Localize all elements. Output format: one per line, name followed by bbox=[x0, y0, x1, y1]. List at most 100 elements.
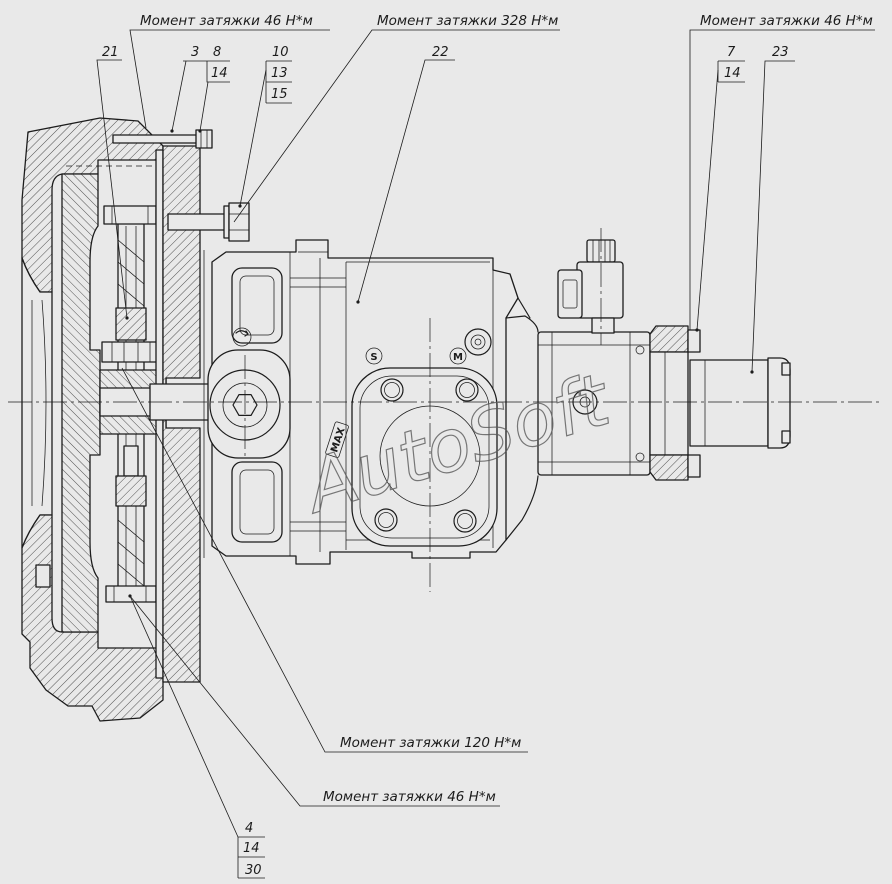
pump-rib-bottom-inner bbox=[239, 469, 275, 535]
aux-pump-screw bbox=[635, 345, 645, 355]
callout-10: 10 13 15 bbox=[238, 45, 292, 208]
port-plug-outer bbox=[464, 328, 492, 356]
rear-flange bbox=[649, 325, 701, 481]
solenoid-connector bbox=[557, 269, 583, 319]
callout-23: 23 bbox=[750, 45, 795, 374]
m-port-label: M bbox=[453, 352, 463, 363]
flywheel-housing bbox=[21, 117, 164, 722]
coupling-radial-screw bbox=[123, 445, 139, 477]
bolt-10 bbox=[167, 202, 250, 242]
leader-line bbox=[171, 60, 209, 132]
end-unit-body bbox=[689, 359, 769, 447]
housing-lower-section bbox=[21, 514, 164, 722]
rear-flange-bottom-section bbox=[649, 454, 689, 481]
part-number: 22 bbox=[432, 45, 449, 60]
pump-bracket bbox=[505, 297, 539, 541]
rear-flange-bolt-top bbox=[687, 329, 701, 353]
leader-line bbox=[751, 60, 795, 373]
aux-pump-detail bbox=[538, 332, 650, 475]
coupling-bolt-bottom-detail bbox=[113, 586, 147, 602]
bolt-hole bbox=[453, 509, 477, 533]
solenoid-coil bbox=[576, 261, 624, 319]
coupling-hub-flange-detail bbox=[111, 342, 151, 362]
end-cover-inner bbox=[359, 375, 490, 539]
s-port-marker bbox=[365, 347, 383, 365]
solenoid-nut bbox=[591, 317, 615, 334]
aux-pump-screw bbox=[635, 452, 645, 462]
part-number: 7 bbox=[727, 45, 736, 60]
solenoid-valve bbox=[557, 239, 624, 334]
leader-line bbox=[689, 29, 875, 330]
callout-22: 22 bbox=[356, 45, 455, 304]
leader-line bbox=[121, 367, 528, 753]
leader-line bbox=[129, 595, 239, 838]
leader-line bbox=[357, 59, 455, 303]
bolt-hole bbox=[374, 508, 398, 532]
rear-flange-middle bbox=[649, 351, 689, 456]
part-number: 13 bbox=[271, 66, 288, 81]
part-number: 15 bbox=[271, 87, 288, 102]
torque-annotation-top-left: Момент затяжки 46 Н*м bbox=[129, 13, 330, 129]
part-number: 3 bbox=[191, 45, 199, 60]
part-number: 30 bbox=[245, 863, 262, 878]
bolt-10-head bbox=[228, 202, 250, 242]
callout-frame bbox=[265, 60, 292, 104]
part-number: 8 bbox=[213, 45, 221, 60]
callout-4: 4 14 30 bbox=[128, 594, 265, 879]
s-port-label: S bbox=[370, 352, 377, 363]
end-unit-23 bbox=[689, 357, 791, 449]
shaft-boss bbox=[207, 349, 291, 459]
end-unit-lug-bottom bbox=[781, 430, 791, 444]
rear-flange-bolt-bottom bbox=[687, 454, 701, 478]
pump-rib-top-inner bbox=[239, 275, 275, 336]
bolt-10-washer bbox=[223, 205, 230, 239]
coupling-bush-top bbox=[115, 307, 147, 341]
bolt-3-head bbox=[195, 129, 213, 149]
rear-flange-top-section bbox=[649, 325, 689, 353]
part-number: 23 bbox=[772, 45, 789, 60]
torque-label: Момент затяжки 120 Н*м bbox=[340, 735, 521, 751]
solenoid-knob-ribs bbox=[592, 240, 611, 262]
callout-3-8: 3 8 14 bbox=[170, 45, 230, 133]
leader-line bbox=[129, 29, 330, 129]
bolt-10-head-detail bbox=[229, 213, 249, 231]
port-plug-center bbox=[474, 338, 482, 346]
end-cover bbox=[351, 367, 498, 547]
bolt-hole bbox=[380, 378, 404, 402]
shaft-hex-nut-icon bbox=[232, 394, 258, 416]
leader-line bbox=[233, 29, 560, 223]
pump-rib-top bbox=[231, 267, 283, 344]
callout-frame bbox=[237, 836, 265, 879]
bolt-3-head-detail bbox=[200, 130, 208, 148]
housing-drain-plug bbox=[35, 564, 51, 588]
part-number: 10 bbox=[272, 45, 289, 60]
coupling-bush-bottom bbox=[115, 475, 147, 507]
leader-line bbox=[696, 69, 719, 331]
callout-7: 7 14 bbox=[695, 45, 745, 332]
part-number: 14 bbox=[724, 66, 741, 81]
coupling-bolt-bottom bbox=[105, 585, 157, 603]
torque-label: Момент затяжки 46 Н*м bbox=[323, 789, 496, 805]
bolt-hole bbox=[455, 378, 479, 402]
torque-label: Момент затяжки 328 Н*м bbox=[377, 13, 558, 29]
m-port-marker bbox=[449, 347, 467, 365]
pump-rib-bottom bbox=[231, 461, 283, 543]
rotation-direction-icon bbox=[232, 327, 252, 347]
part-number: 14 bbox=[243, 841, 260, 856]
part-number: 21 bbox=[102, 45, 119, 60]
torque-annotation-bottom-46: Момент затяжки 46 Н*м bbox=[129, 595, 500, 807]
part-number: 4 bbox=[245, 821, 253, 836]
leader-line bbox=[96, 59, 128, 319]
torque-label: Момент затяжки 46 Н*м bbox=[700, 13, 873, 29]
solenoid-connector-detail bbox=[562, 279, 578, 309]
end-cover-bolt-holes bbox=[374, 378, 479, 533]
port-plug-inner bbox=[470, 334, 486, 350]
torque-annotation-top-center: Момент затяжки 328 Н*м bbox=[233, 13, 560, 223]
bolt-3 bbox=[112, 129, 213, 149]
leader-line bbox=[129, 595, 500, 807]
part-number: 14 bbox=[211, 66, 228, 81]
torque-annotation-120: Момент затяжки 120 Н*м bbox=[121, 367, 528, 753]
callout-frame bbox=[183, 60, 230, 83]
callout-21: 21 bbox=[96, 45, 129, 320]
housing-hub bbox=[21, 257, 53, 549]
